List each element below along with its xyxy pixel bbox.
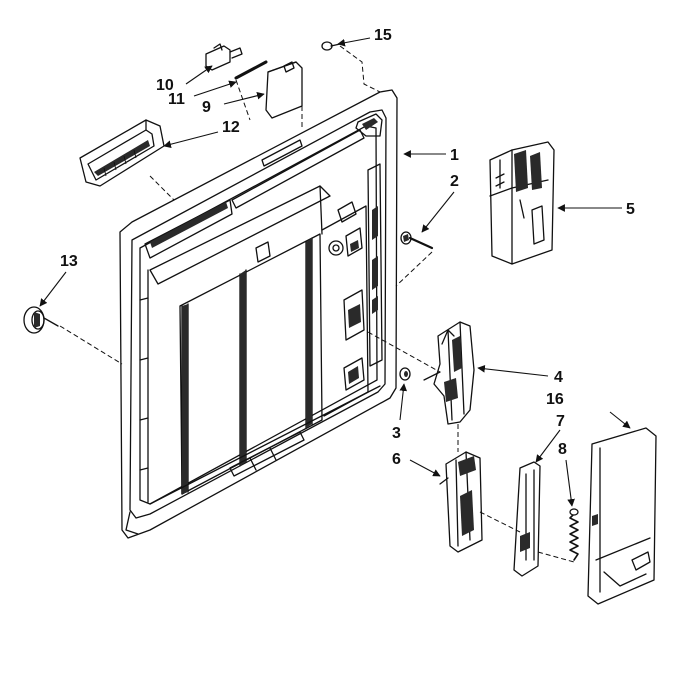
- callout-6: 6: [392, 451, 401, 468]
- inner-door-panel: [119, 89, 398, 539]
- callout-11: 11: [168, 91, 185, 108]
- assembly-lines: [59, 45, 575, 563]
- callout-7: 7: [556, 413, 565, 430]
- part-7-slide: [513, 461, 541, 577]
- part-13-knob: [23, 306, 59, 334]
- callout-9: 9: [202, 99, 211, 116]
- part-16-side-cover: [587, 427, 657, 605]
- part-6-lower-latch: [439, 451, 483, 553]
- callout-8: 8: [558, 441, 567, 458]
- part-5-switch: [489, 141, 555, 265]
- callout-13: 13: [60, 253, 78, 270]
- callout-15: 15: [374, 27, 392, 44]
- callout-labels: 1 2 3 4 5 6 7 8 9 10 11 12 13 15 16: [60, 27, 635, 468]
- part-3-nut: [399, 367, 411, 381]
- callout-3: 3: [392, 425, 401, 442]
- part-2-screw: [400, 231, 434, 250]
- part-15-screw: [321, 41, 341, 51]
- callout-1: 1: [450, 147, 459, 164]
- callout-12: 12: [222, 119, 240, 136]
- part-12-door-handle: [79, 119, 165, 187]
- callout-16: 16: [546, 391, 564, 408]
- part-8-spring: [569, 508, 579, 561]
- leader-lines: [39, 37, 631, 507]
- callout-2: 2: [450, 173, 459, 190]
- part-9-latch-cover: [265, 61, 303, 119]
- callout-4: 4: [554, 369, 563, 386]
- part-11-pin: [234, 60, 268, 80]
- part-4-latch: [423, 321, 475, 425]
- callout-5: 5: [626, 201, 635, 218]
- callout-10: 10: [156, 77, 174, 94]
